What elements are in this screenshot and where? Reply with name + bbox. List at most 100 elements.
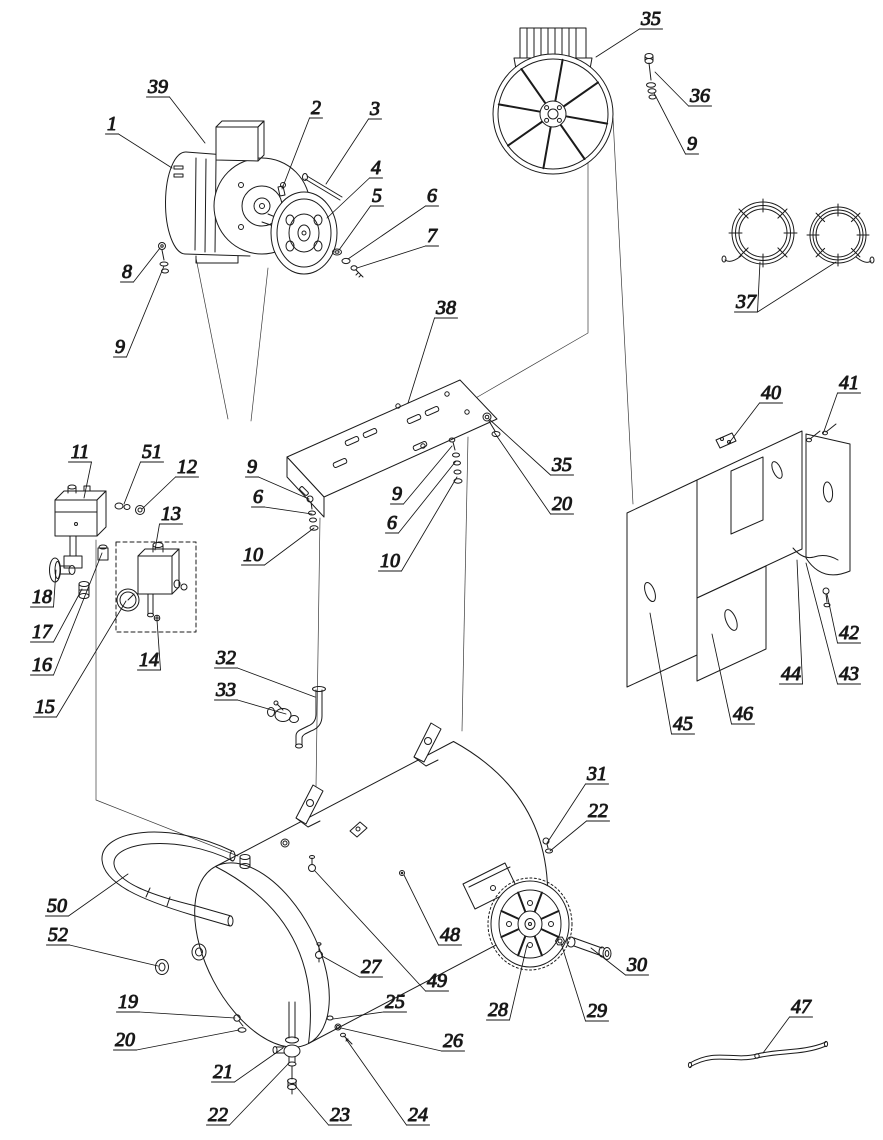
callout-leader-3 (325, 118, 369, 185)
callout-leader-48 (403, 874, 439, 946)
callout-leader-43 (805, 562, 838, 685)
callout-leader-24 (345, 1038, 407, 1126)
callout-label-46: 46 (733, 703, 753, 725)
flywheel-fan (492, 27, 614, 175)
callout-leader-33 (237, 699, 287, 715)
callout-label-49: 49 (427, 970, 447, 992)
callout-label-27: 27 (361, 956, 382, 978)
callout-leader-31 (546, 783, 586, 844)
callout-leader-9 (258, 476, 310, 500)
pressure-switch-assembly (49, 484, 197, 633)
callout-leader-20 (136, 1029, 240, 1051)
tank-fitting (239, 854, 251, 869)
callout-label-48: 48 (440, 924, 460, 946)
tank-handle (101, 831, 236, 927)
callout-label-23: 23 (330, 1104, 350, 1126)
callout-label-11: 11 (71, 441, 90, 463)
callout-leader-4 (326, 177, 370, 219)
callout-label-32: 32 (215, 647, 236, 669)
callout-leader-22 (229, 1062, 290, 1126)
drive-pulley (270, 191, 338, 275)
check-valve (137, 542, 188, 622)
callout-label-37: 37 (735, 291, 757, 313)
callout-leader-36 (654, 71, 689, 107)
pulley-key (277, 185, 286, 197)
terminal-box (215, 120, 265, 162)
axle-bolt (566, 936, 612, 960)
callout-leader-41 (822, 392, 838, 435)
callout-leader-49 (314, 870, 426, 992)
safety-valve (97, 544, 109, 561)
callout-leader-40 (728, 402, 760, 444)
callout-label-14: 14 (139, 649, 159, 671)
pulley-bolt (302, 173, 343, 201)
flywheel-bolt (644, 53, 657, 100)
callout-label-33: 33 (215, 679, 236, 701)
callout-leader-25 (332, 1011, 384, 1020)
callout-leader-23 (292, 1082, 329, 1126)
callout-leader-21 (234, 1047, 284, 1083)
belt-guard (626, 423, 851, 688)
callout-label-9: 9 (115, 336, 125, 358)
callout-leader-1 (118, 133, 173, 169)
pressure-gauge (116, 588, 140, 612)
callout-label-29: 29 (587, 1000, 607, 1022)
callout-leader-45 (649, 612, 672, 735)
callout-label-36: 36 (689, 85, 710, 107)
callout-leader-15 (56, 600, 127, 718)
tank-plug (308, 855, 316, 872)
check-valve-boundary (115, 541, 197, 633)
callout-leader-13 (154, 523, 160, 551)
callout-leader-37 (757, 261, 761, 313)
callout-leader-10 (264, 527, 315, 566)
callout-label-30: 30 (626, 954, 647, 976)
callout-leader-6 (398, 460, 457, 534)
guard-screws (806, 423, 837, 443)
callout-leader-8 (133, 247, 161, 283)
callout-leader-18 (53, 569, 57, 608)
callout-label-38: 38 (435, 297, 456, 319)
callout-leader-6 (264, 506, 313, 515)
handle-grommet (155, 959, 169, 975)
callout-leader-7 (356, 245, 426, 269)
tank-tab (349, 821, 368, 838)
callout-label-6: 6 (253, 486, 263, 508)
callout-label-2: 2 (311, 97, 321, 119)
callout-label-31: 31 (586, 763, 607, 785)
callout-label-22: 22 (208, 1104, 228, 1126)
callout-label-18: 18 (32, 586, 52, 608)
callout-label-51: 51 (142, 441, 162, 463)
callout-leader-51 (123, 461, 141, 505)
callout-label-19: 19 (118, 991, 138, 1013)
motor-bolt-and-washers (158, 242, 169, 274)
callout-label-44: 44 (781, 663, 801, 685)
callout-leader-29 (560, 942, 586, 1022)
callout-leader-28 (509, 944, 528, 1021)
callout-label-13: 13 (161, 503, 181, 525)
callout-leader-9 (403, 445, 453, 505)
callout-label-20: 20 (115, 1029, 135, 1051)
coiled-belt-and-hose (721, 198, 875, 268)
callout-leader-42 (826, 593, 838, 644)
callout-label-8: 8 (122, 261, 132, 283)
wheel-assembly (487, 877, 612, 971)
callout-label-12: 12 (177, 456, 197, 478)
callout-label-10: 10 (243, 544, 263, 566)
callout-label-35: 35 (551, 454, 572, 476)
callout-label-5: 5 (372, 185, 382, 207)
callout-label-6: 6 (427, 185, 437, 207)
callout-leader-32 (237, 667, 316, 698)
callout-label-24: 24 (408, 1104, 428, 1126)
callout-label-52: 52 (48, 924, 68, 946)
plate-fasteners (306, 412, 501, 531)
callout-label-28: 28 (488, 999, 508, 1021)
callout-leader-9 (653, 92, 686, 155)
callout-label-6: 6 (387, 512, 397, 534)
tank-bracket (413, 722, 442, 767)
callout-label-26: 26 (443, 1030, 463, 1052)
callout-label-9: 9 (247, 456, 257, 478)
callout-leader-12 (141, 476, 176, 510)
callout-leader-19 (139, 1011, 236, 1019)
drain-plug (287, 1078, 297, 1095)
